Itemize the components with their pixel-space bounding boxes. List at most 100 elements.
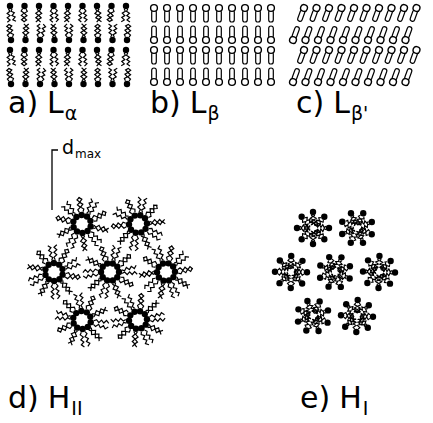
lipid-tail (91, 328, 102, 338)
lipid-head (36, 47, 42, 53)
lipid-head (229, 5, 236, 12)
lipid-head (104, 260, 110, 266)
lipid-head (338, 312, 344, 318)
lipid-tail (91, 281, 102, 291)
gel-lipid (309, 4, 321, 23)
gel-lipid (203, 5, 210, 22)
lipid-tail (122, 265, 136, 270)
lipid-head (300, 46, 309, 55)
lipid-tail (177, 257, 189, 266)
gel-lipid (203, 68, 210, 85)
gel-lipid (190, 5, 197, 22)
lipid-head (321, 236, 327, 242)
gel-lipid (268, 5, 275, 22)
lipid-head (370, 314, 376, 320)
lipid-tail (90, 296, 95, 311)
gel-lipid (151, 47, 158, 64)
lipid-tail (56, 310, 70, 316)
lipid-tail (292, 275, 295, 285)
lipid-tail (21, 9, 24, 22)
lipid-head (37, 37, 43, 43)
lipid-tail (105, 284, 110, 299)
lipid-tail (290, 262, 299, 268)
gel-lipid (409, 46, 421, 65)
gel-lipid (229, 47, 236, 64)
lipid-head (272, 269, 278, 275)
gel-lipid (376, 68, 388, 87)
lipid-tail (347, 308, 353, 317)
lipid-tail (60, 283, 69, 295)
lipid-tail (107, 9, 110, 22)
lipid-tail (36, 53, 39, 66)
lipid-head (369, 219, 375, 225)
lipid-head (126, 318, 132, 324)
lipid-tail (48, 246, 53, 261)
gel-lipid (384, 4, 396, 23)
lipid-tail (121, 254, 131, 266)
lipid-head (203, 37, 210, 44)
lipid-tail (97, 68, 101, 81)
lipid-head (301, 36, 310, 45)
lipid-tail (94, 310, 108, 317)
lipid-head (350, 4, 359, 13)
gel-lipid (164, 26, 171, 43)
lipid-tail (100, 247, 108, 260)
lipid-head (242, 47, 249, 54)
lipid-tail (113, 68, 117, 81)
lipid-tail (146, 300, 157, 311)
lipid-tail (63, 300, 72, 312)
lipid-tail (107, 53, 110, 66)
lipid-tail (301, 317, 311, 322)
lipid-head (216, 37, 223, 44)
lipid-tail (112, 284, 118, 298)
lipid-tail (63, 301, 75, 310)
lipid-head (109, 37, 115, 43)
lipid-tail (120, 233, 130, 245)
lipid-tail (26, 68, 29, 81)
lipid-head (131, 309, 137, 315)
lipid-tail (95, 53, 99, 66)
lipid-tail (36, 9, 39, 22)
lipid-head (95, 81, 101, 87)
lipid-tail (158, 245, 163, 260)
lipid-tail (118, 327, 128, 339)
lipid-tail (99, 283, 104, 298)
lipid-tail (141, 332, 149, 345)
lipid-tail (361, 224, 369, 230)
lipid-tail (127, 9, 130, 22)
lipid-tail (303, 220, 311, 227)
gel-lipid (229, 5, 236, 22)
lipid-head (353, 329, 359, 335)
lipid-head (78, 212, 84, 218)
lipid-head (255, 79, 262, 86)
lipid-tail (315, 318, 319, 328)
gel-lipid (396, 4, 408, 23)
lipid-tail (83, 269, 98, 272)
lipid-tail (88, 256, 101, 264)
lipid-tail (65, 276, 80, 279)
lipid-head (369, 231, 375, 237)
gel-lipid (389, 68, 401, 87)
lipid-head (360, 240, 366, 246)
lipid-tail (24, 53, 28, 66)
lipid-tail (328, 261, 334, 270)
lipid-head (124, 81, 130, 87)
lipid-tail (281, 264, 288, 271)
lipid-head (7, 47, 13, 53)
lipid-head (21, 3, 27, 9)
lipid-head (229, 47, 236, 54)
lipid-head (325, 307, 331, 313)
lipid-head (109, 81, 115, 87)
lipid-tail (42, 68, 46, 81)
lipid-head (108, 47, 114, 53)
lipid-tail (92, 211, 106, 218)
lipid-head (87, 218, 93, 224)
lipid-head (36, 3, 42, 9)
lipid-tail (132, 332, 135, 347)
gel-lipid (255, 5, 262, 22)
lipid-tail (26, 24, 29, 37)
lipid-head (268, 5, 275, 12)
lipid-tail (112, 322, 126, 328)
lipid-tail (90, 203, 99, 215)
lipid-head (366, 302, 372, 308)
